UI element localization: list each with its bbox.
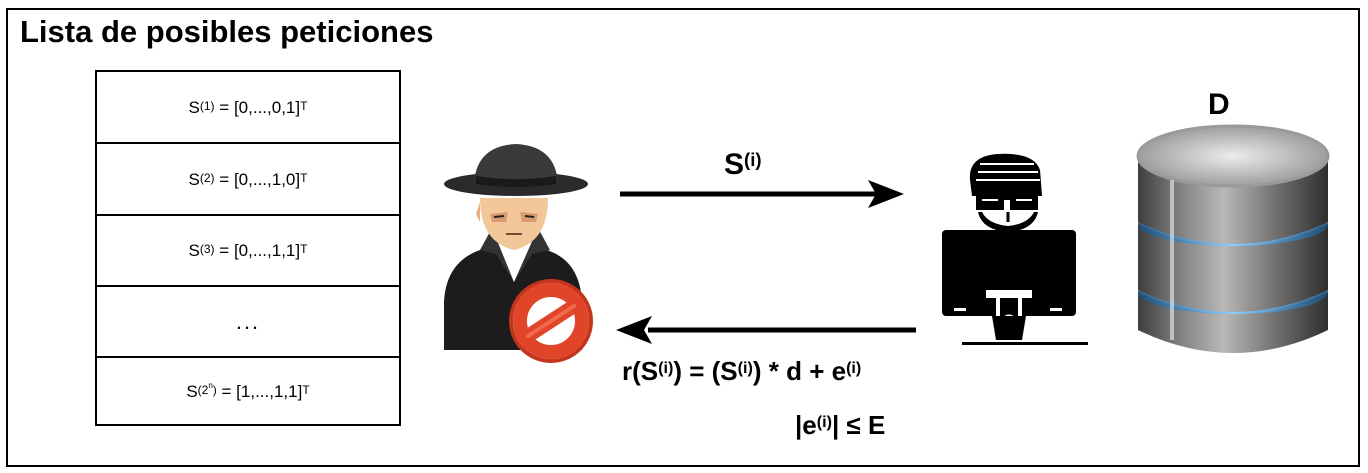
forbidden-sign-icon bbox=[509, 279, 593, 363]
query-label: S(i) bbox=[724, 148, 762, 181]
request-row-last: S(2n) = [1,...,1,1]T bbox=[186, 381, 310, 401]
request-list: S(1) = [0,...,0,1]T S(2) = [0,...,1,0]T … bbox=[95, 70, 401, 426]
arrow-left-icon bbox=[616, 316, 916, 344]
request-row-3: S(3) = [0,...,1,1]T bbox=[188, 240, 308, 260]
diagram-title: Lista de posibles peticiones bbox=[20, 14, 434, 49]
request-row-2: S(2) = [0,...,1,0]T bbox=[188, 169, 308, 189]
bound-label: |e(i)| ≤ E bbox=[795, 410, 886, 440]
request-row-1: S(1) = [0,...,0,1]T bbox=[188, 97, 308, 117]
database-icon bbox=[1136, 124, 1330, 353]
arrow-right-icon bbox=[620, 180, 904, 208]
curator-computer-icon bbox=[942, 153, 1088, 345]
database-label: D bbox=[1208, 88, 1230, 121]
response-label: r(S(i)) = (S(i)) * d + e(i) bbox=[622, 356, 862, 386]
diagram-frame bbox=[6, 8, 1360, 467]
request-row-ellipsis: ... bbox=[235, 308, 261, 334]
